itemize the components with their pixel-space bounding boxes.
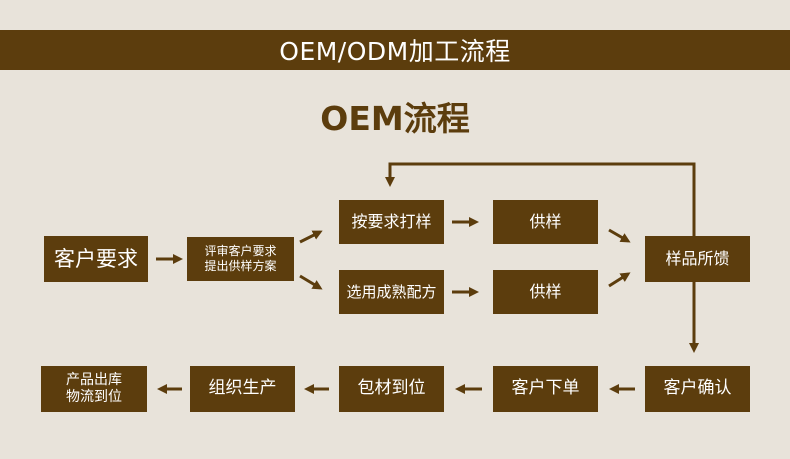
step-review-line2: 提出供样方案 bbox=[204, 259, 277, 273]
step-customer-confirm: 客户确认 bbox=[645, 366, 750, 412]
step-choose-formula: 选用成熟配方 bbox=[339, 270, 444, 314]
arrow-review-to-formula bbox=[299, 274, 323, 290]
step-sample-by-requirement-label: 按要求打样 bbox=[351, 212, 432, 231]
arrow-supply1-to-feedback bbox=[608, 228, 631, 243]
step-review-requirement: 评审客户要求 提出供样方案 bbox=[187, 237, 294, 281]
step-customer-order-label: 客户下单 bbox=[511, 378, 580, 399]
step-review-line1: 评审客户要求 bbox=[204, 244, 277, 258]
step-sample-feedback-label: 样品所馈 bbox=[665, 249, 730, 268]
step-packaging-ready-label: 包材到位 bbox=[357, 378, 426, 399]
step-warehouse-line2: 物流到位 bbox=[66, 389, 122, 405]
step-production: 组织生产 bbox=[190, 366, 295, 412]
step-sample-by-requirement: 按要求打样 bbox=[339, 200, 444, 244]
step-customer-order: 客户下单 bbox=[493, 366, 598, 412]
step-packaging-ready: 包材到位 bbox=[339, 366, 444, 412]
step-customer-confirm-label: 客户确认 bbox=[663, 378, 732, 399]
step-customer-requirement-label: 客户要求 bbox=[54, 246, 138, 271]
diagram-subtitle: OEM流程 bbox=[320, 99, 470, 138]
step-customer-requirement: 客户要求 bbox=[44, 236, 148, 282]
step-production-label: 组织生产 bbox=[208, 378, 277, 399]
arrow-supply2-to-feedback bbox=[608, 272, 631, 288]
step-warehouse-logistics: 产品出库 物流到位 bbox=[41, 366, 147, 412]
arrow-review-to-sample bbox=[299, 230, 323, 244]
arrow-feedback-loop bbox=[385, 162, 696, 236]
step-supply-sample-2-label: 供样 bbox=[529, 282, 562, 301]
step-warehouse-line1: 产品出库 bbox=[66, 371, 122, 388]
step-supply-sample-1-label: 供样 bbox=[529, 212, 562, 231]
step-choose-formula-label: 选用成熟配方 bbox=[346, 282, 437, 301]
banner-title: OEM/ODM加工流程 bbox=[0, 30, 790, 70]
step-supply-sample-2: 供样 bbox=[493, 270, 598, 314]
step-sample-feedback: 样品所馈 bbox=[645, 236, 750, 282]
step-supply-sample-1: 供样 bbox=[493, 200, 598, 244]
